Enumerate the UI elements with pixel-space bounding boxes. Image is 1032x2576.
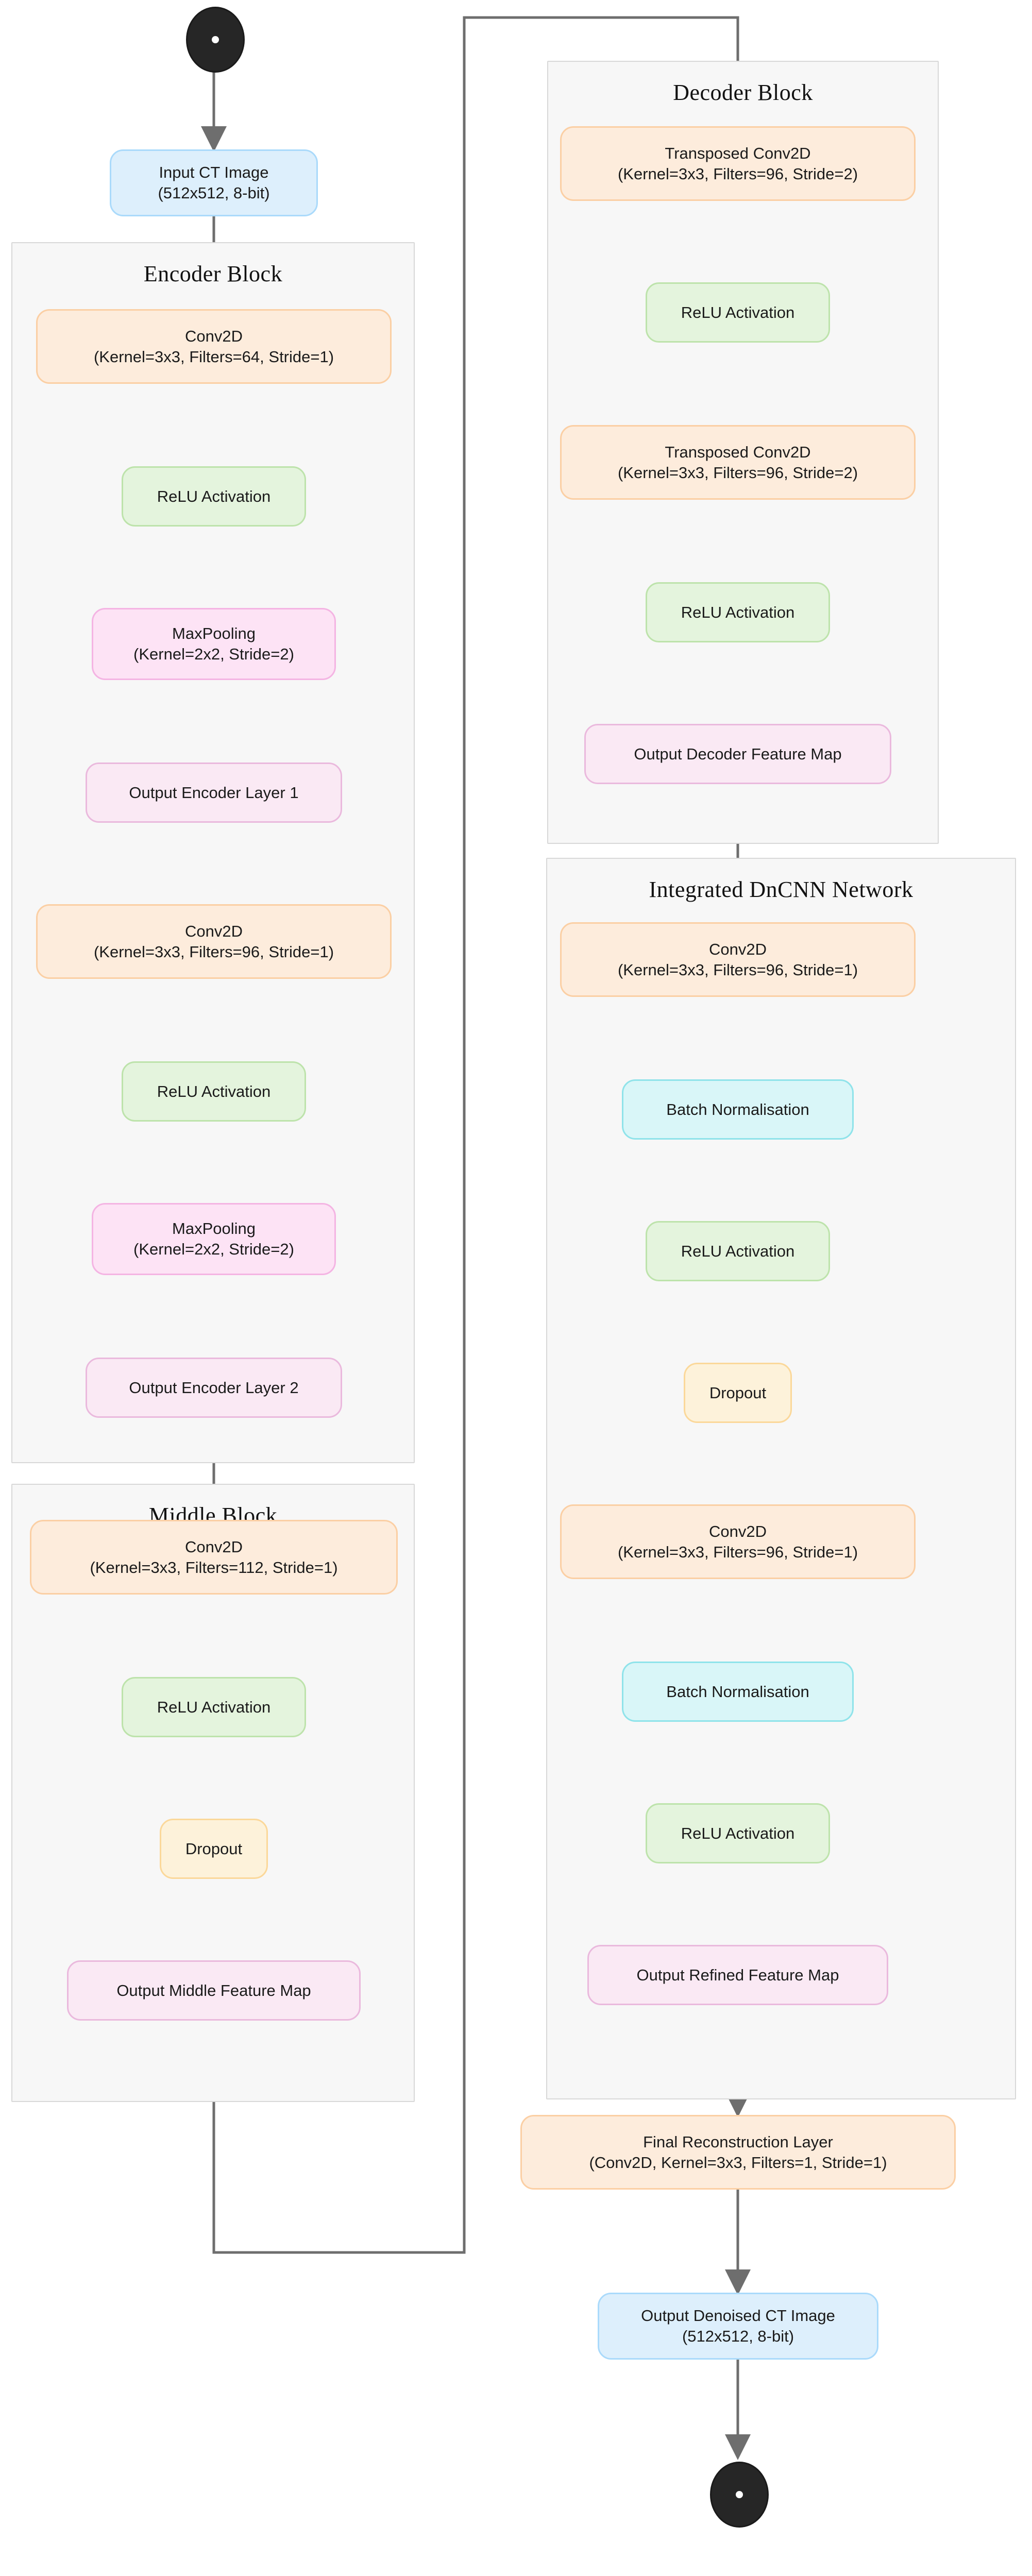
cluster-dncnn-title: Integrated DnCNN Network	[649, 877, 913, 902]
cluster-dncnn-network: Integrated DnCNN Network	[546, 858, 1016, 2099]
node-decoder-relu-1[interactable]: ReLU Activation	[646, 282, 830, 343]
node-dncnn-batch-normalisation-2[interactable]: Batch Normalisation	[622, 1662, 854, 1722]
node-output-middle-feature-map[interactable]: Output Middle Feature Map	[67, 1960, 361, 2021]
node-encoder-conv2d-2[interactable]: Conv2D (Kernel=3x3, Filters=96, Stride=1…	[36, 904, 392, 979]
node-dncnn-conv2d-1[interactable]: Conv2D (Kernel=3x3, Filters=96, Stride=1…	[560, 922, 916, 997]
node-decoder-transposed-conv2d-2[interactable]: Transposed Conv2D (Kernel=3x3, Filters=9…	[560, 425, 916, 500]
node-dncnn-batch-normalisation-1[interactable]: Batch Normalisation	[622, 1079, 854, 1140]
start-node-pip	[212, 36, 219, 43]
node-middle-dropout[interactable]: Dropout	[160, 1819, 268, 1879]
cluster-encoder-title: Encoder Block	[143, 261, 283, 286]
node-output-refined-feature-map[interactable]: Output Refined Feature Map	[587, 1945, 888, 2005]
node-decoder-relu-2[interactable]: ReLU Activation	[646, 582, 830, 642]
node-output-decoder-feature-map[interactable]: Output Decoder Feature Map	[584, 724, 891, 784]
node-encoder-maxpooling-1[interactable]: MaxPooling (Kernel=2x2, Stride=2)	[92, 608, 336, 680]
node-decoder-transposed-conv2d-1[interactable]: Transposed Conv2D (Kernel=3x3, Filters=9…	[560, 126, 916, 201]
node-output-denoised-ct-image[interactable]: Output Denoised CT Image (512x512, 8-bit…	[598, 2293, 878, 2360]
end-node-pip	[736, 2491, 743, 2498]
node-dncnn-conv2d-2[interactable]: Conv2D (Kernel=3x3, Filters=96, Stride=1…	[560, 1504, 916, 1579]
node-dncnn-dropout[interactable]: Dropout	[684, 1363, 792, 1423]
cluster-decoder-title: Decoder Block	[673, 80, 813, 105]
cluster-encoder-block: Encoder Block	[11, 242, 415, 1463]
end-node	[710, 2462, 769, 2528]
node-input-ct-image[interactable]: Input CT Image (512x512, 8-bit)	[110, 149, 318, 216]
node-encoder-relu-2[interactable]: ReLU Activation	[122, 1061, 306, 1122]
node-dncnn-relu-2[interactable]: ReLU Activation	[646, 1803, 830, 1863]
node-output-encoder-layer-1[interactable]: Output Encoder Layer 1	[86, 762, 342, 823]
node-final-reconstruction-layer[interactable]: Final Reconstruction Layer (Conv2D, Kern…	[520, 2115, 956, 2190]
node-output-encoder-layer-2[interactable]: Output Encoder Layer 2	[86, 1358, 342, 1418]
node-middle-conv2d[interactable]: Conv2D (Kernel=3x3, Filters=112, Stride=…	[30, 1520, 398, 1595]
node-encoder-maxpooling-2[interactable]: MaxPooling (Kernel=2x2, Stride=2)	[92, 1203, 336, 1275]
start-node	[186, 7, 245, 73]
node-dncnn-relu-1[interactable]: ReLU Activation	[646, 1221, 830, 1281]
node-encoder-conv2d-1[interactable]: Conv2D (Kernel=3x3, Filters=64, Stride=1…	[36, 309, 392, 384]
node-middle-relu[interactable]: ReLU Activation	[122, 1677, 306, 1737]
node-encoder-relu-1[interactable]: ReLU Activation	[122, 466, 306, 527]
